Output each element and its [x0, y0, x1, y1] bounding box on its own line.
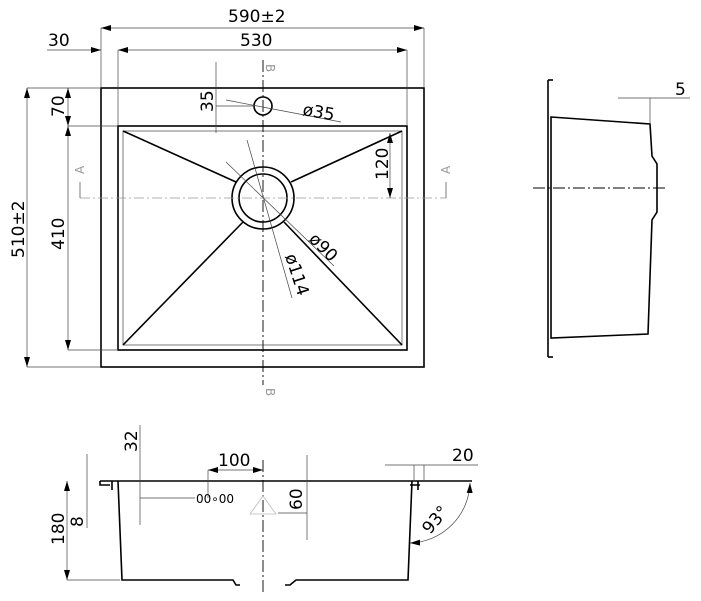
section-view: 00∘00 32 100 60 180 8 20 93° [49, 425, 478, 592]
overflow-slot: 00∘00 [196, 492, 234, 506]
section-a-right: A [439, 165, 453, 174]
dim-flange-thickness: 5 [675, 80, 686, 100]
dim-flange-depth: 8 [68, 516, 88, 527]
section-b-top: B [263, 64, 277, 72]
dim-overflow-offset: 32 [122, 430, 142, 452]
dim-overflow-center: 100 [218, 451, 250, 471]
dim-wall-angle: 93° [419, 502, 454, 538]
dim-overall-depth: 510±2 [9, 200, 29, 258]
top-view: A A B B 590±2 530 30 510±2 410 70 35 ø35… [9, 7, 453, 396]
dim-total-depth: 180 [49, 513, 69, 545]
dim-flange-side: 30 [48, 31, 70, 51]
section-a-left: A [73, 165, 87, 174]
dim-flange-back: 70 [49, 95, 69, 117]
slope-lines [122, 130, 403, 346]
side-view: 5 [533, 79, 690, 358]
dim-overflow-height: 60 [287, 488, 307, 510]
dim-tap-offset: 35 [198, 90, 218, 112]
logo-watermark [249, 495, 277, 515]
dim-drain-slope: 120 [373, 148, 393, 180]
bowl-outer [117, 125, 408, 351]
dim-rim-width: 20 [452, 446, 474, 466]
dim-bowl-depth: 410 [49, 218, 69, 250]
dim-tap-hole: ø35 [301, 100, 336, 125]
bowl-inner [122, 130, 403, 346]
dim-overall-width: 590±2 [228, 7, 286, 27]
dim-drain-inner: ø90 [304, 229, 341, 266]
section-b-bottom: B [263, 388, 277, 396]
sink-outline [100, 87, 425, 368]
dim-bowl-width: 530 [240, 31, 272, 51]
